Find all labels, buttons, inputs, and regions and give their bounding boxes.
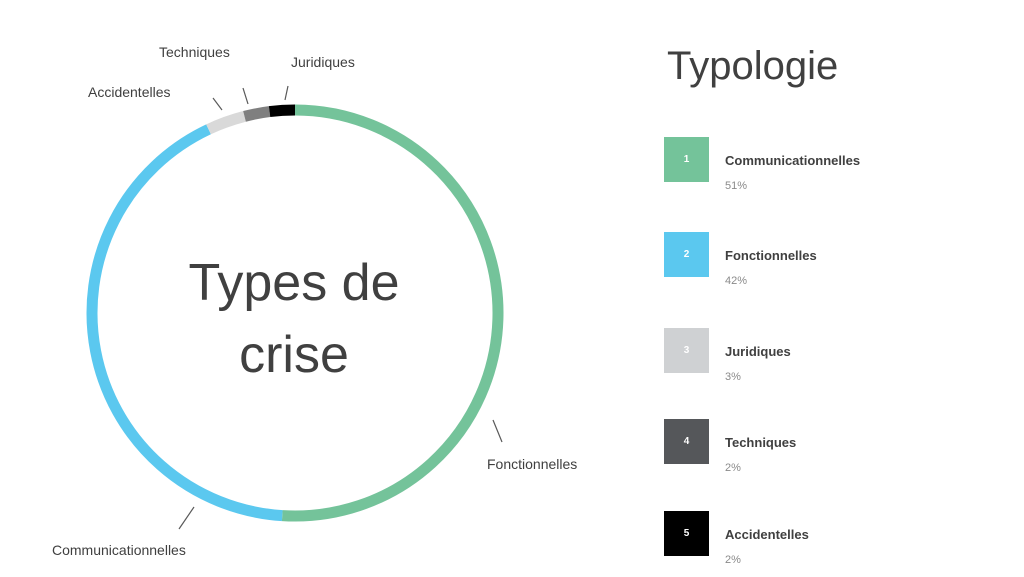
legend-percent: 2%: [725, 554, 741, 566]
legend-swatch: 4: [664, 419, 709, 464]
legend-item-juridiques: 3 Juridiques 3%: [664, 328, 1004, 388]
legend-index: 1: [683, 154, 690, 165]
legend-item-fonctionnelles: 2 Fonctionnelles 42%: [664, 232, 1004, 292]
legend-label: Accidentelles: [725, 527, 809, 542]
data-label-accidentelles: Accidentelles: [88, 84, 171, 100]
legend-percent: 3%: [725, 371, 741, 383]
legend-item-communicationnelles: 1 Communicationnelles 51%: [664, 137, 1004, 197]
legend-percent: 2%: [725, 462, 741, 474]
data-label-juridiques: Juridiques: [291, 54, 355, 70]
legend-percent: 42%: [725, 275, 748, 287]
legend-item-accidentelles: 5 Accidentelles 2%: [664, 511, 1004, 571]
legend-swatch: 2: [664, 232, 709, 277]
legend-swatch: 1: [664, 137, 709, 182]
legend-index: 4: [683, 436, 690, 447]
donut-segment-accidentelles: [268, 104, 296, 118]
legend-label: Techniques: [725, 435, 797, 450]
leader-line-fonctionnelles: [492, 419, 503, 443]
legend-swatch: 5: [664, 511, 709, 556]
legend-percent: 51%: [725, 180, 748, 192]
leader-line-techniques: [242, 87, 249, 105]
legend-label: Fonctionnelles: [725, 248, 817, 263]
data-label-fonctionnelles: Fonctionnelles: [487, 456, 577, 472]
legend-label: Communicationnelles: [725, 153, 861, 168]
leader-line-communicationnelles: [178, 506, 195, 530]
donut-segment-communicationnelles: [281, 104, 504, 522]
legend-index: 3: [683, 345, 690, 356]
legend-swatch: 3: [664, 328, 709, 373]
data-label-communicationnelles: Communicationnelles: [52, 542, 186, 558]
legend-title: Typologie: [667, 44, 839, 88]
legend-index: 5: [683, 528, 690, 539]
chart-title-line-1: Types de: [188, 254, 399, 312]
data-label-techniques: Techniques: [159, 44, 230, 60]
donut-segment-techniques: [243, 106, 271, 122]
legend-item-techniques: 4 Techniques 2%: [664, 419, 1004, 479]
leader-line-juridiques: [284, 85, 289, 101]
donut-arcs: [86, 104, 504, 522]
donut-segment-juridiques: [206, 111, 246, 135]
donut-callouts: Communicationnelles Fonctionnelles Juridiq…: [52, 44, 577, 558]
legend-label: Juridiques: [725, 344, 791, 359]
leader-line-accidentelles: [212, 97, 223, 111]
donut-segment-fonctionnelles: [86, 124, 283, 522]
legend-index: 2: [683, 249, 690, 260]
chart-title-line-2: crise: [239, 326, 349, 384]
